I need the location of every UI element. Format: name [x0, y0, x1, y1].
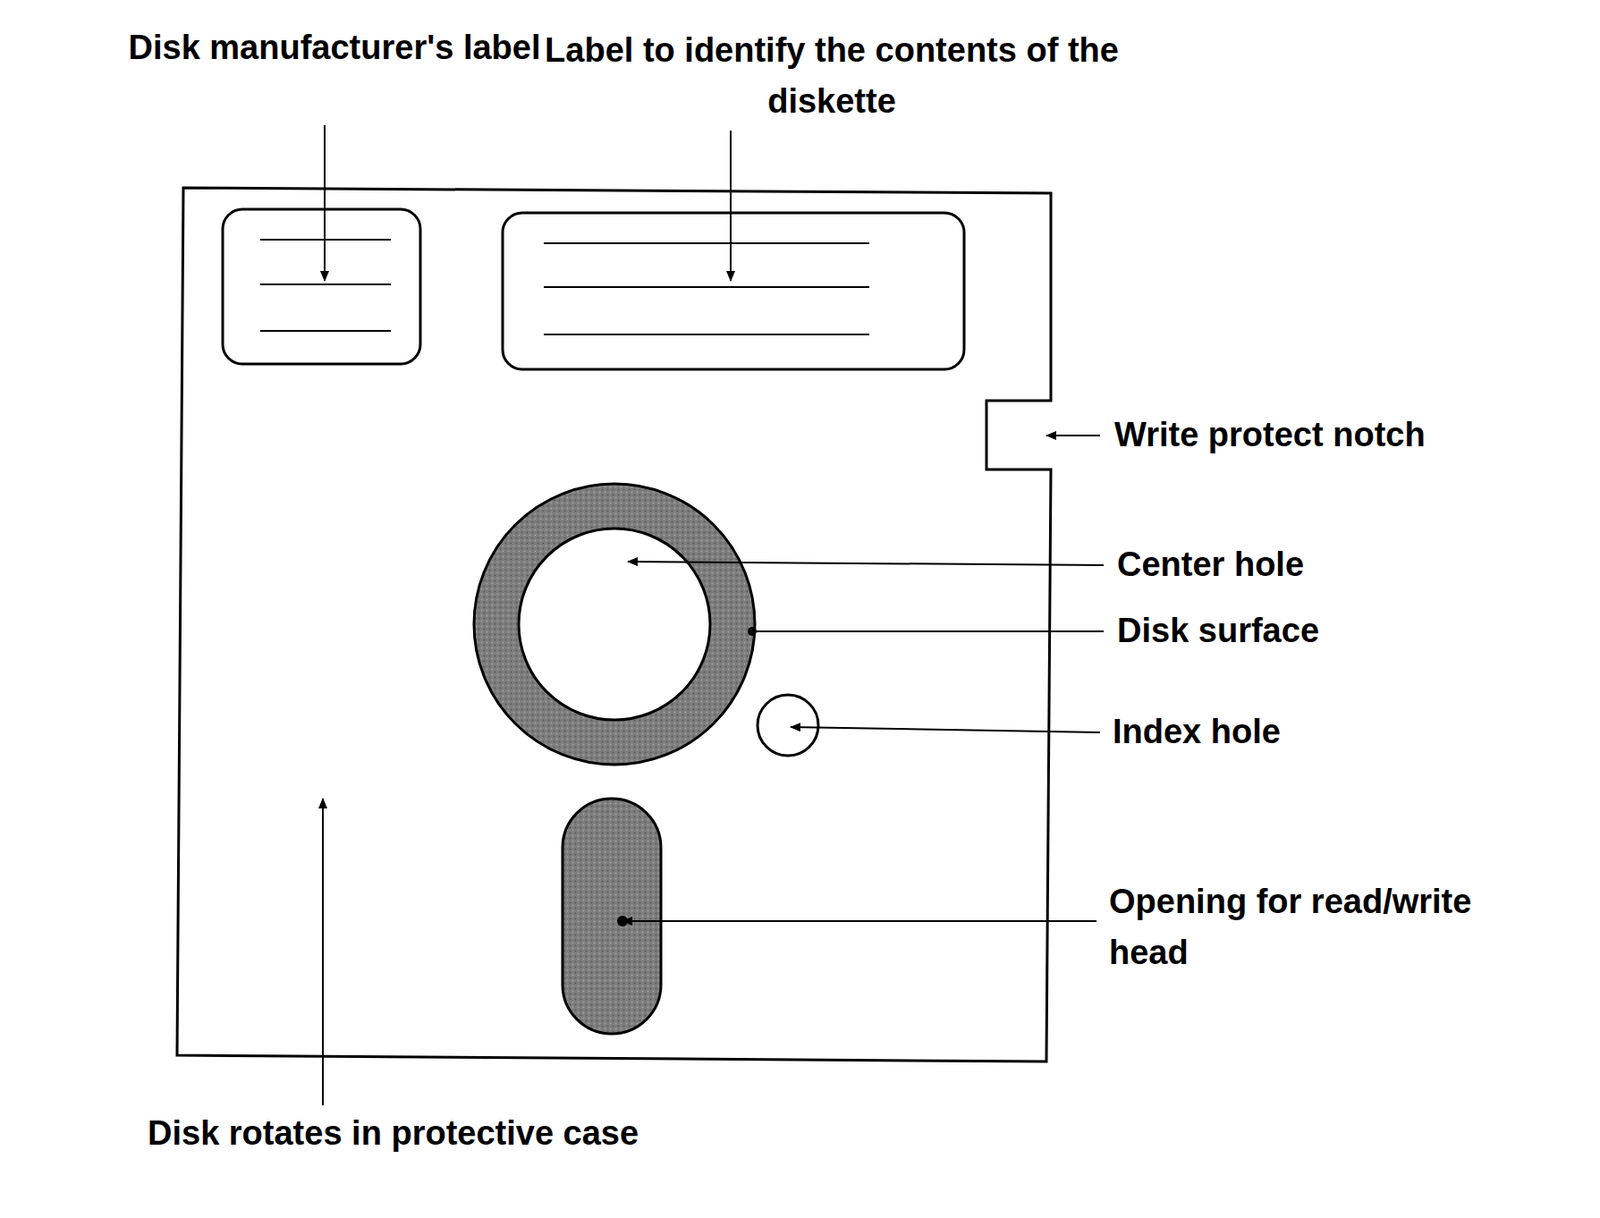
manufacturer-label-area — [222, 209, 421, 365]
label-lines — [543, 243, 870, 335]
part-label: Disk rotates in protective case — [147, 1108, 953, 1160]
part-label: Disk surface — [1117, 605, 1565, 657]
disk-case — [177, 187, 1051, 1062]
part-label: Center hole — [1117, 539, 1565, 591]
leader-lines — [322, 125, 1104, 1106]
part-label: Index hole — [1112, 706, 1560, 758]
part-label: Disk manufacturer's label — [110, 22, 559, 74]
part-label: Write protect notch — [1114, 409, 1562, 461]
contents-label-area — [502, 212, 965, 370]
leader-dot — [617, 915, 628, 927]
part-label: Label to identify the contents of the di… — [536, 25, 1127, 127]
index-hole — [757, 694, 819, 756]
leader-dot — [747, 626, 757, 636]
part-label: Opening for read/write head — [1108, 876, 1503, 979]
head-opening — [562, 798, 661, 1034]
disk-surface-ring — [474, 483, 755, 765]
